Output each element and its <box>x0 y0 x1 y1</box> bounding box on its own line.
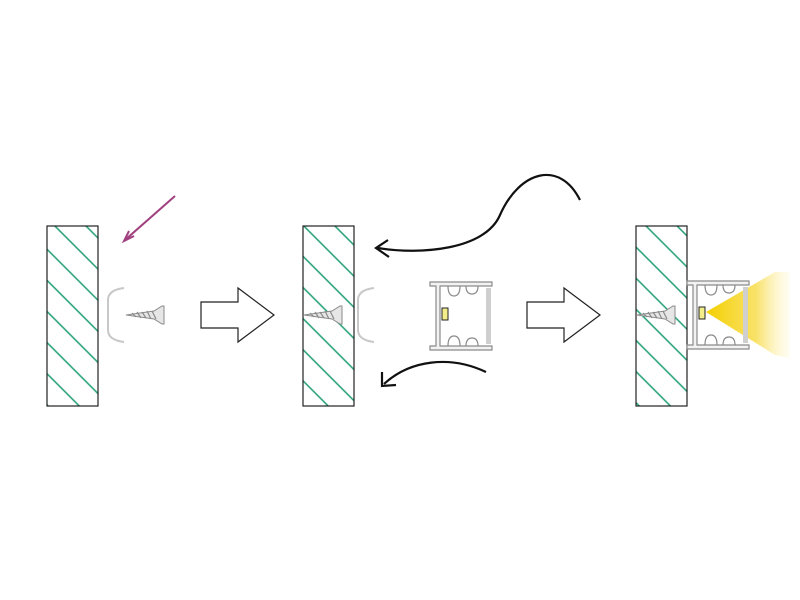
led-profile <box>429 281 493 351</box>
mounting-clip <box>107 287 125 343</box>
pointer-arrow <box>124 195 176 241</box>
mounting-clip <box>357 287 375 343</box>
screw-icon <box>125 305 165 325</box>
step-arrow-1 <box>200 286 275 344</box>
step-arrow-2 <box>526 286 601 344</box>
curved-arrow-bottom <box>383 360 487 385</box>
pointer-arrow-head <box>121 230 135 244</box>
curved-arrow-top <box>377 173 581 252</box>
wall-1 <box>46 225 99 407</box>
curved-arrow-bottom-head <box>380 372 397 388</box>
curved-arrow-top-head <box>374 239 390 258</box>
